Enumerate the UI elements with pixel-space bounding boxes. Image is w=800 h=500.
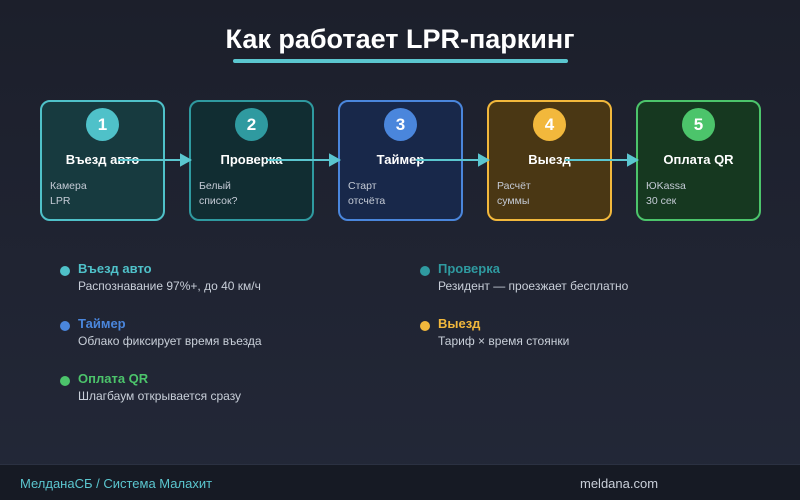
legend-description: Распознавание 97%+, до 40 км/ч bbox=[78, 279, 261, 293]
step-description: Расчёт суммы bbox=[497, 180, 531, 207]
step-title: Въезд авто bbox=[65, 152, 140, 167]
footer: МелданаСБ / Система Малахит meldana.com bbox=[0, 464, 800, 500]
step-number-badge: 4 bbox=[533, 108, 566, 141]
legend-dot-icon bbox=[60, 376, 70, 386]
step-title: Выезд bbox=[528, 152, 571, 167]
step-card-timer: 3 Таймер Старт отсчёта bbox=[338, 100, 463, 221]
step-card-check: 2 Проверка Белый список? bbox=[189, 100, 314, 221]
legend-dot-icon bbox=[420, 266, 430, 276]
process-flow: 1 Въезд авто Камера LPR 2 Проверка Белый… bbox=[0, 0, 800, 240]
legend-description: Облако фиксирует время въезда bbox=[78, 334, 262, 348]
footer-brand: МелданаСБ / Система Малахит bbox=[20, 476, 213, 491]
legend-title: Оплата QR bbox=[78, 371, 149, 386]
legend-dot-icon bbox=[60, 266, 70, 276]
page-title: Как работает LPR-паркинг bbox=[225, 24, 575, 54]
step-number-badge: 1 bbox=[86, 108, 119, 141]
legend-dot-icon bbox=[420, 321, 430, 331]
step-number-badge: 2 bbox=[235, 108, 268, 141]
step-title: Таймер bbox=[376, 152, 425, 167]
step-title: Проверка bbox=[220, 152, 283, 167]
step-description: Камера LPR bbox=[50, 180, 87, 207]
footer-website-link[interactable]: meldana.com bbox=[580, 476, 659, 491]
step-description: Белый список? bbox=[199, 180, 238, 207]
legend-description: Резидент — проезжает бесплатно bbox=[438, 279, 629, 293]
legend-title: Въезд авто bbox=[78, 261, 152, 276]
legend-dot-icon bbox=[60, 321, 70, 331]
legend-title: Проверка bbox=[438, 261, 500, 276]
step-title: Оплата QR bbox=[663, 152, 734, 167]
step-description: ЮKassa 30 сек bbox=[646, 180, 686, 207]
step-card-payment: 5 Оплата QR ЮKassa 30 сек bbox=[636, 100, 761, 221]
step-number-badge: 3 bbox=[384, 108, 417, 141]
legend-title: Таймер bbox=[78, 316, 126, 331]
legend-title: Выезд bbox=[438, 316, 481, 331]
step-description: Старт отсчёта bbox=[348, 180, 386, 207]
legend-description: Тариф × время стоянки bbox=[438, 334, 570, 348]
title-underline bbox=[233, 59, 568, 63]
legend-description: Шлагбаум открывается сразу bbox=[78, 389, 242, 403]
step-number-badge: 5 bbox=[682, 108, 715, 141]
step-card-entry: 1 Въезд авто Камера LPR bbox=[40, 100, 165, 221]
step-card-exit: 4 Выезд Расчёт суммы bbox=[487, 100, 612, 221]
